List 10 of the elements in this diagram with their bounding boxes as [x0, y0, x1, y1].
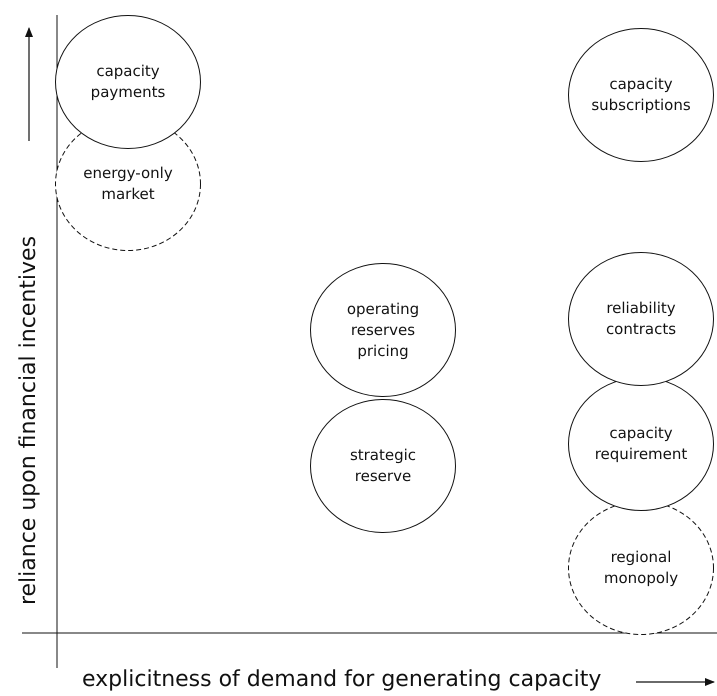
node-label: capacity requirement: [594, 423, 688, 465]
y-axis-label: reliance upon financial incentives: [16, 235, 41, 605]
node-label: strategic reserve: [348, 445, 418, 487]
node-label: operating reserves pricing: [346, 298, 420, 362]
node-label: capacity subscriptions: [590, 74, 692, 116]
x-axis-label: explicitness of demand for generating capacity: [82, 667, 602, 692]
node-label: capacity payments: [90, 61, 166, 103]
node-label: energy-only market: [82, 163, 174, 205]
node-label: reliability contracts: [604, 298, 678, 340]
node-label: regional monopoly: [602, 547, 680, 589]
